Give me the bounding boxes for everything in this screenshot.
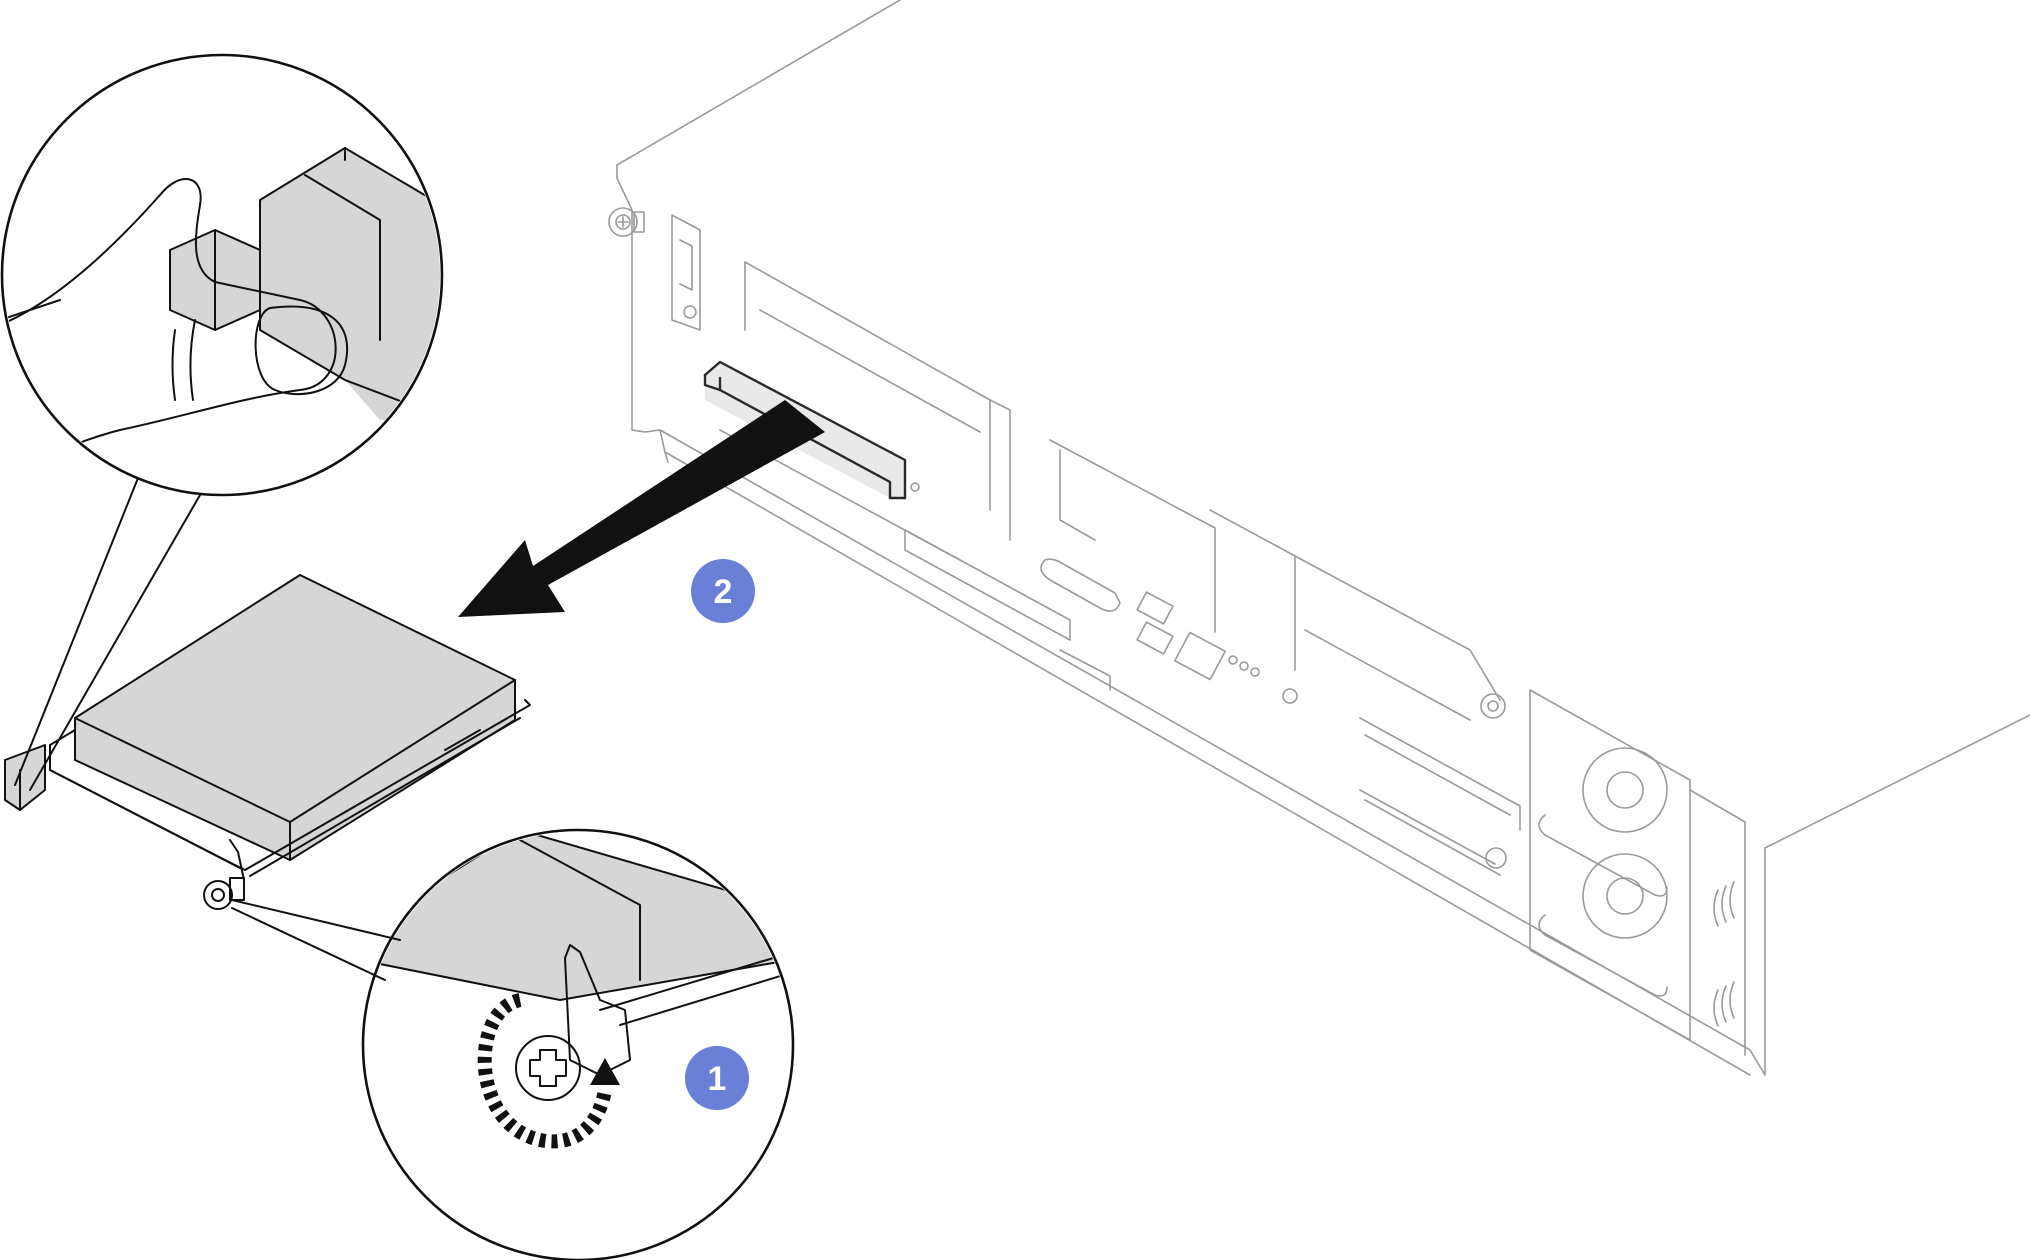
callout-badge-2: 2 (691, 559, 755, 623)
drive-module (4, 574, 531, 910)
callout-label-2: 2 (714, 573, 733, 611)
detail-view-latch (0, 53, 444, 791)
callout-badge-1: 1 (685, 1046, 749, 1110)
chassis-thumbscrew-icon (608, 207, 645, 237)
rotation-arrow-icon (477, 993, 620, 1149)
detail-view-thumbscrew (231, 828, 795, 1260)
callout-label-1: 1 (708, 1060, 727, 1098)
drive-thumbscrew-icon (203, 839, 245, 910)
server-chassis (608, 0, 2030, 1076)
thumbscrew-icon (515, 944, 631, 1101)
rear-io-ports (1040, 558, 1298, 704)
removal-arrow-icon (458, 400, 825, 617)
power-supply-units (1529, 689, 1746, 1056)
